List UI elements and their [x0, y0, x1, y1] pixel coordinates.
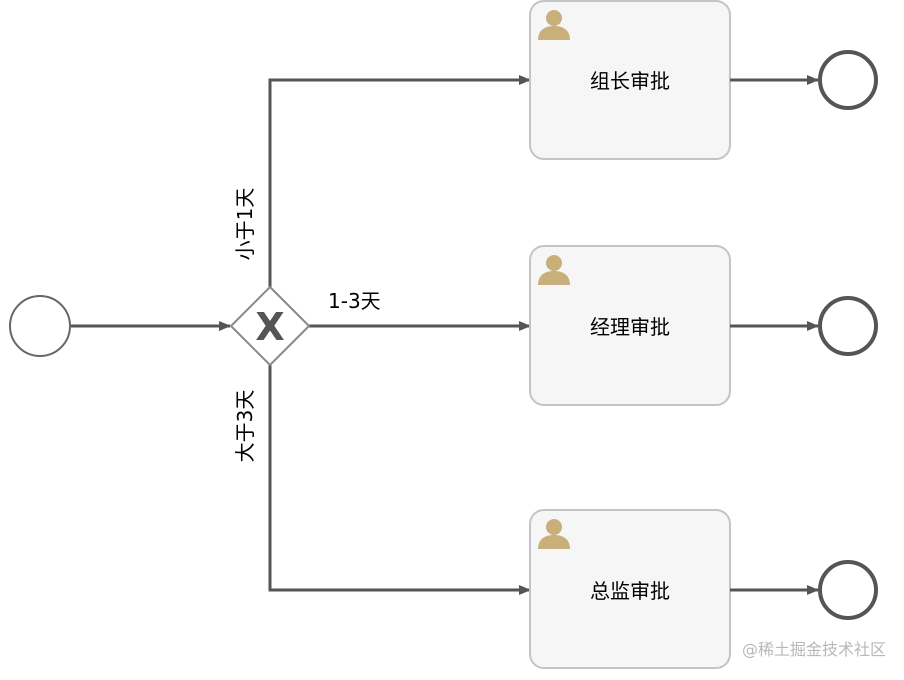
- exclusive-gateway[interactable]: X: [229, 285, 311, 367]
- task-label: 总监审批: [590, 579, 670, 603]
- flow-label-lower: 大于3天: [233, 390, 257, 463]
- user-icon: [538, 255, 570, 285]
- end-event-2[interactable]: [818, 296, 878, 356]
- user-icon: [538, 519, 570, 549]
- task-manager-approval[interactable]: 经理审批: [529, 245, 731, 406]
- flow-gateway-to-task-3[interactable]: [268, 365, 531, 595]
- task-director-approval[interactable]: 总监审批: [529, 509, 731, 669]
- end-event-1[interactable]: [818, 50, 878, 110]
- flow-label-upper: 小于1天: [233, 188, 257, 261]
- flow-label-middle: 1-3天: [328, 289, 381, 313]
- user-icon: [538, 10, 570, 40]
- task-label: 组长审批: [590, 69, 670, 93]
- end-event-3[interactable]: [818, 560, 878, 620]
- task-group-leader-approval[interactable]: 组长审批: [529, 0, 731, 160]
- flow-gateway-to-task-1[interactable]: [268, 75, 531, 287]
- watermark-text: @稀土掘金技术社区: [741, 640, 886, 659]
- gateway-marker-icon: X: [255, 305, 284, 349]
- start-event[interactable]: [9, 295, 71, 357]
- task-label: 经理审批: [590, 315, 670, 339]
